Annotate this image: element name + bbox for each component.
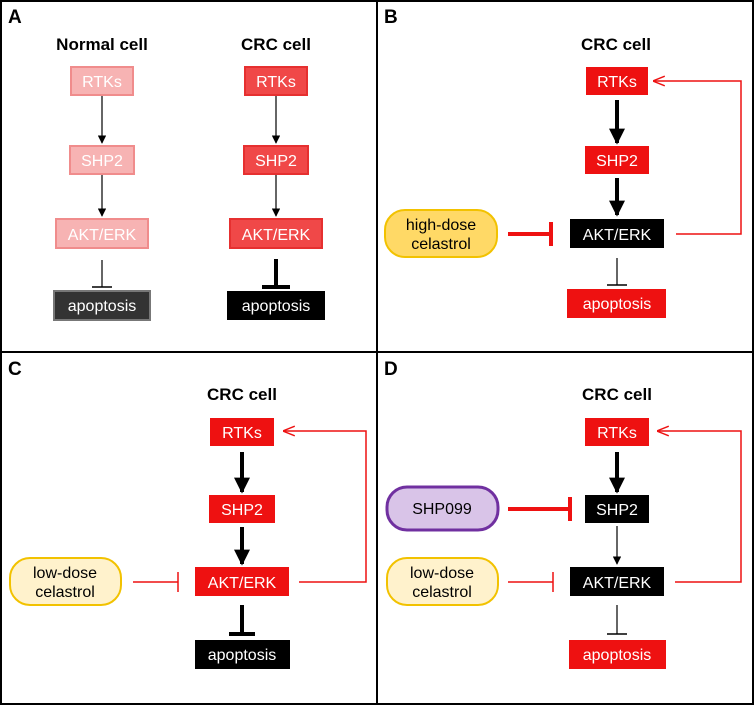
panel-a-crc-title: CRC cell	[241, 35, 311, 54]
panel-c-feedback-arrow	[284, 431, 367, 583]
panel-b-drug-line2: celastrol	[411, 236, 471, 253]
panel-a-normal-rtks-label: RTKs	[82, 74, 122, 91]
panel-a-normal-rtks-box	[70, 66, 134, 96]
panel-c-letter: C	[8, 359, 22, 380]
panel-c-akt-label: AKT/ERK	[208, 575, 277, 592]
panel-b-shp2-label: SHP2	[596, 153, 638, 170]
panel-c-akt-box	[195, 567, 289, 596]
panel-c-rtks-box	[210, 418, 274, 446]
panel-c: C CRC cell RTKs SHP2 AKT/ERK apoptosis l…	[8, 359, 367, 669]
panel-c-title: CRC cell	[207, 385, 277, 404]
panel-b-rtks-box	[586, 67, 648, 95]
panel-c-drug-line2: celastrol	[35, 584, 95, 601]
panel-c-rtks-label: RTKs	[222, 425, 262, 442]
panel-d-title: CRC cell	[582, 385, 652, 404]
panel-b-feedback-arrow	[654, 81, 742, 235]
panel-d-inhibitor-pill	[385, 485, 500, 532]
panel-b-akt-box	[570, 219, 664, 248]
panel-d-akt-label: AKT/ERK	[583, 575, 652, 592]
panel-a-crc-rtks-label: RTKs	[256, 74, 296, 91]
panel-b-akt-label: AKT/ERK	[583, 227, 652, 244]
panel-a-normal-apoptosis-label: apoptosis	[68, 298, 137, 315]
panel-a-normal-shp2-box	[69, 145, 135, 175]
panel-a: A Normal cell RTKs SHP2 AKT/ERK apoptosi…	[8, 7, 325, 321]
panel-c-shp2-box	[209, 495, 275, 523]
panel-d-rtks-box	[585, 418, 649, 446]
panel-d-drug-pill	[386, 557, 499, 606]
panel-a-crc-apoptosis-box	[227, 291, 325, 320]
panel-a-crc-shp2-box	[243, 145, 309, 175]
panel-a-crc-rtks-box	[244, 66, 308, 96]
panel-b-drug-line1: high-dose	[406, 217, 476, 234]
panel-a-crc-shp2-label: SHP2	[255, 153, 297, 170]
panel-d-letter: D	[384, 359, 398, 380]
panel-a-crc-apoptosis-label: apoptosis	[242, 298, 311, 315]
panel-a-crc-akt-label: AKT/ERK	[242, 227, 311, 244]
panel-b-apoptosis-box	[567, 289, 666, 318]
panel-d-drug-line2: celastrol	[412, 584, 472, 601]
panel-a-normal-shp2-label: SHP2	[81, 153, 123, 170]
panel-b-letter: B	[384, 7, 398, 28]
panel-b-title: CRC cell	[581, 35, 651, 54]
panel-d-feedback-arrow	[658, 431, 742, 583]
panel-d-inhibitor-label: SHP099	[412, 501, 472, 518]
panel-b-shp2-box	[585, 146, 649, 174]
panel-b-apoptosis-label: apoptosis	[583, 296, 652, 313]
panel-d-shp2-label: SHP2	[596, 502, 638, 519]
panel-a-crc-akt-box	[229, 218, 323, 249]
panel-d-drug-line1: low-dose	[410, 565, 474, 582]
panel-c-apoptosis-box	[195, 640, 290, 669]
panel-a-normal-akt-box	[55, 218, 149, 249]
panel-c-drug-pill	[9, 557, 122, 606]
panel-a-normal-title: Normal cell	[56, 35, 148, 54]
panel-c-drug-line1: low-dose	[33, 565, 97, 582]
panel-d-apoptosis-box	[569, 640, 666, 669]
panel-a-normal-apoptosis-box	[53, 290, 151, 321]
panel-c-shp2-label: SHP2	[221, 502, 263, 519]
panel-c-apoptosis-label: apoptosis	[208, 647, 277, 664]
panel-b-drug-pill	[384, 209, 498, 258]
panel-d-rtks-label: RTKs	[597, 425, 637, 442]
panel-d-akt-box	[570, 567, 664, 596]
panel-d-shp2-box	[585, 495, 649, 523]
panel-d: D CRC cell RTKs SHP2 AKT/ERK apoptosis S…	[384, 359, 742, 669]
panel-a-letter: A	[8, 7, 22, 28]
panel-d-apoptosis-label: apoptosis	[583, 647, 652, 664]
panel-a-normal-akt-label: AKT/ERK	[68, 227, 137, 244]
panel-b: B CRC cell RTKs SHP2 AKT/ERK apoptosis h…	[384, 7, 742, 318]
panel-b-rtks-label: RTKs	[597, 74, 637, 91]
